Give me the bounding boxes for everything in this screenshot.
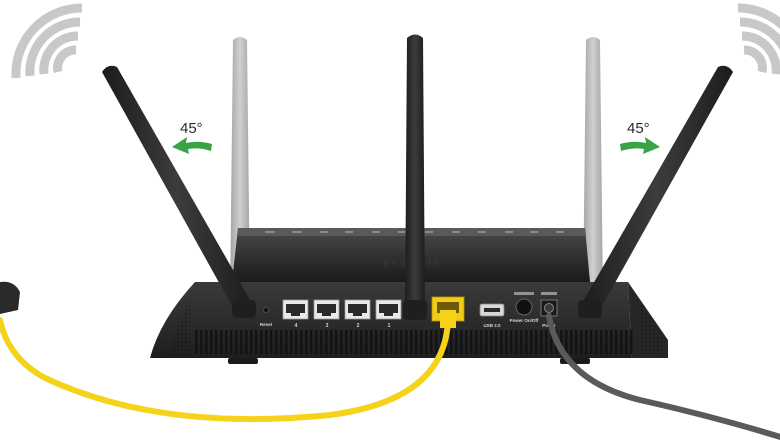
router-body xyxy=(150,282,668,364)
right-angle-label: 45° xyxy=(627,120,650,137)
lan-port-1[interactable] xyxy=(375,299,402,320)
reset-label: Reset xyxy=(260,322,273,327)
power-switch[interactable] xyxy=(514,292,534,316)
usb-label: USB 2.0 xyxy=(483,323,501,328)
internet-cable xyxy=(0,310,456,423)
power-jack[interactable] xyxy=(540,292,558,317)
lan-port-label: 4 xyxy=(295,323,298,329)
antenna-right-tilted xyxy=(578,65,733,318)
lan-port-label: 3 xyxy=(326,323,329,329)
internet-port[interactable] xyxy=(431,296,465,322)
lan-port-group: 4 3 2 1 xyxy=(282,299,402,329)
wifi-signal-right-icon xyxy=(737,3,780,75)
lan-port-4[interactable] xyxy=(282,299,309,320)
back-panel: Reset 4 3 xyxy=(260,292,558,329)
modem-edge xyxy=(0,281,20,314)
left-angle-label: 45° xyxy=(180,120,203,137)
antenna-center xyxy=(403,34,427,320)
lan-port-label: 1 xyxy=(388,323,391,329)
wifi-signal-left-icon xyxy=(11,3,83,79)
rubber-foot xyxy=(228,358,258,364)
antenna-grey-right xyxy=(583,37,603,300)
vent-grille xyxy=(195,330,635,354)
rotate-right-arrow-icon xyxy=(620,137,660,154)
lan-port-2[interactable] xyxy=(344,299,371,320)
antenna-left-tilted xyxy=(102,65,256,318)
lan-port-3[interactable] xyxy=(313,299,340,320)
reset-button[interactable] xyxy=(263,307,269,313)
rotate-left-arrow-icon xyxy=(172,137,212,154)
power-switch-label: Power On/Off xyxy=(510,318,539,323)
lan-port-label: 2 xyxy=(357,323,360,329)
usb-port[interactable] xyxy=(479,303,505,317)
power-cable xyxy=(546,313,780,440)
